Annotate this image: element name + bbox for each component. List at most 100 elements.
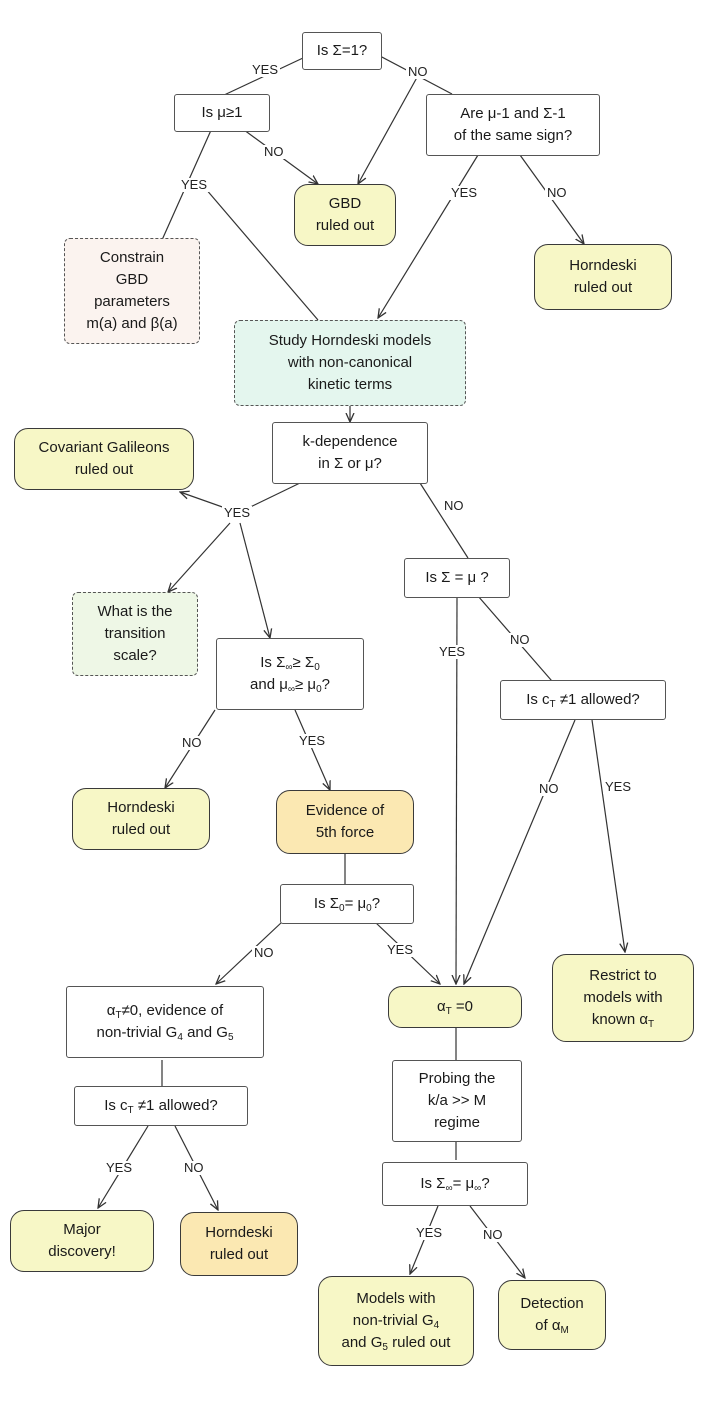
node-line: non-trivial G4 and G5: [96, 1024, 234, 1043]
edge-label-yes: YES: [179, 177, 210, 192]
edge-k-no: [419, 482, 469, 559]
edge-yes-inf: [239, 522, 270, 638]
edge-label-yes: YES: [603, 779, 634, 794]
node-line: parameters: [94, 293, 170, 310]
node-line: Is Σ∞≥ Σ0: [260, 654, 320, 673]
question-same-sign: Are μ-1 and Σ-1 of the same sign?: [426, 94, 600, 156]
edge-label-no: NO: [252, 945, 276, 960]
node-line: m(a) and β(a): [86, 315, 178, 332]
edge-label-no: NO: [442, 498, 466, 513]
action-constrain-gbd: Constrain GBD parameters m(a) and β(a): [64, 238, 200, 344]
edge-sigmamu-yes: [456, 596, 457, 984]
edge-label-no: NO: [545, 185, 569, 200]
node-line: scale?: [113, 647, 157, 664]
node-text: Is cT ≠1 allowed?: [104, 1097, 218, 1116]
edge-label-yes: YES: [449, 185, 480, 200]
outcome-evidence-5th-force: Evidence of 5th force: [276, 790, 414, 854]
node-line: in Σ or μ?: [318, 455, 382, 472]
outcome-major-discovery: Major discovery!: [10, 1210, 154, 1272]
evidence-alpha-t-nonzero: αT≠0, evidence of non-trivial G4 and G5: [66, 986, 264, 1058]
action-probing-regime: Probing the k/a >> M regime: [392, 1060, 522, 1142]
edge-s0-no: [216, 921, 283, 984]
node-line: regime: [434, 1114, 480, 1131]
edge-label-yes: YES: [297, 733, 328, 748]
edge-label-no: NO: [508, 632, 532, 647]
edge-label-no: NO: [180, 735, 204, 750]
node-line: models with: [583, 989, 663, 1006]
edge-label-yes: YES: [104, 1160, 135, 1175]
node-line: k/a >> M: [427, 1092, 487, 1109]
question-sigma0-equals-mu0: Is Σ0= μ0?: [280, 884, 414, 924]
edge-label-yes: YES: [385, 942, 416, 957]
node-line: ruled out: [209, 1246, 269, 1263]
question-mu-ge-one: Is μ≥1: [174, 94, 270, 132]
node-line: kinetic terms: [307, 376, 393, 393]
node-line: ruled out: [74, 461, 134, 478]
edge-yes-transition: [168, 522, 231, 592]
result-alpha-t-zero: αT =0: [388, 986, 522, 1028]
edge-infeq-yes: [410, 1205, 439, 1274]
question-ct-allowed-right: Is cT ≠1 allowed?: [500, 680, 666, 720]
node-line: αT≠0, evidence of: [106, 1002, 224, 1021]
node-line: k-dependence: [302, 433, 398, 450]
question-ct-allowed-left: Is cT ≠1 allowed?: [74, 1086, 248, 1126]
node-line: Probing the: [418, 1070, 496, 1087]
node-line: known αT: [591, 1011, 655, 1030]
node-line: and G5 ruled out: [341, 1334, 451, 1353]
edge-label-no: NO: [481, 1227, 505, 1242]
node-line: Models with: [356, 1290, 436, 1307]
question-transition-scale: What is the transition scale?: [72, 592, 198, 676]
question-sigma-equals-one: Is Σ=1?: [302, 32, 382, 70]
outcome-covariant-galileons: Covariant Galileons ruled out: [14, 428, 194, 490]
question-infinity-equal: Is Σ∞= μ∞?: [382, 1162, 528, 1206]
edge-label-no: NO: [406, 64, 430, 79]
node-line: with non-canonical: [287, 354, 413, 371]
edge-label-yes: YES: [414, 1225, 445, 1240]
question-k-dependence: k-dependence in Σ or μ?: [272, 422, 428, 484]
node-line: Constrain: [99, 249, 165, 266]
outcome-detection-alpha-m: Detection of αM: [498, 1280, 606, 1350]
node-text: Is Σ0= μ0?: [313, 895, 381, 914]
node-line: Restrict to: [589, 967, 657, 984]
node-line: Detection: [520, 1295, 584, 1312]
node-line: Horndeski: [107, 799, 175, 816]
edge-label-no: NO: [537, 781, 561, 796]
node-line: transition: [104, 625, 166, 642]
action-restrict-models: Restrict to models with known αT: [552, 954, 694, 1042]
edge-label-yes: YES: [250, 62, 281, 77]
node-line: GBD: [328, 195, 362, 212]
edge-sigma1-no-gbd: [358, 71, 421, 184]
node-text: αT =0: [436, 998, 474, 1017]
node-text: Is Σ = μ ?: [425, 569, 489, 586]
edge-label-no: NO: [182, 1160, 206, 1175]
edge-inf-yes: [294, 709, 330, 790]
edge-label-yes: YES: [222, 505, 253, 520]
edge-mu-yes-study: [204, 187, 319, 321]
question-infinity-ge-zero: Is Σ∞≥ Σ0 and μ∞≥ μ0?: [216, 638, 364, 710]
node-line: Horndeski: [569, 257, 637, 274]
node-line: GBD: [115, 271, 149, 288]
edge-label-no: NO: [262, 144, 286, 159]
question-sigma-equals-mu: Is Σ = μ ?: [404, 558, 510, 598]
node-line: Study Horndeski models: [268, 332, 432, 349]
outcome-horndeski-ruled-out-top: Horndeski ruled out: [534, 244, 672, 310]
node-line: ruled out: [315, 217, 375, 234]
node-text: Is cT ≠1 allowed?: [526, 691, 640, 710]
outcome-models-nontrivial-ruled-out: Models with non-trivial G4 and G5 ruled …: [318, 1276, 474, 1366]
node-line: What is the: [97, 603, 173, 620]
outcome-horndeski-ruled-out-bottom: Horndeski ruled out: [180, 1212, 298, 1276]
node-line: discovery!: [48, 1243, 116, 1260]
outcome-horndeski-ruled-out-middle: Horndeski ruled out: [72, 788, 210, 850]
action-study-horndeski: Study Horndeski models with non-canonica…: [234, 320, 466, 406]
edge-yes-galileons: [180, 492, 229, 510]
edge-ctr-no: [464, 719, 576, 984]
node-text: Is Σ=1?: [316, 42, 368, 59]
node-line: Are μ-1 and Σ-1: [460, 105, 566, 122]
node-text: Is Σ∞= μ∞?: [420, 1175, 490, 1194]
edge-infeq-no: [469, 1205, 525, 1278]
edge-label-yes: YES: [437, 644, 468, 659]
outcome-gbd-ruled-out: GBD ruled out: [294, 184, 396, 246]
node-line: ruled out: [573, 279, 633, 296]
edge-ctr-yes: [591, 719, 625, 952]
node-line: non-trivial G4: [352, 1312, 440, 1331]
